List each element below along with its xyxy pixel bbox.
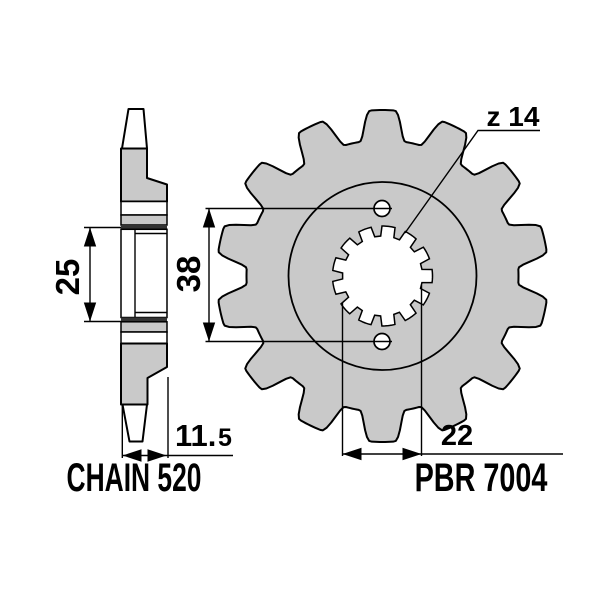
caption-labels: CHAIN 520 PBR 7004 (67, 455, 548, 500)
dimension-11-5: 11. 5 (121, 377, 233, 462)
side-upper-body (120, 147, 168, 203)
chain-type-label: CHAIN 520 (67, 456, 202, 501)
dimension-38: 38 (170, 207, 392, 343)
side-band-dark-top (121, 225, 167, 230)
dim-115-label-main: 11. (175, 418, 216, 453)
side-top-tooth (121, 108, 148, 150)
part-number-label: PBR 7004 (415, 455, 548, 500)
dim-22-arrow-right-icon (402, 447, 422, 461)
dim-115-arrow-right-icon (147, 449, 167, 462)
dim-25-label: 25 (49, 259, 86, 296)
side-band-gray-bottom (120, 321, 168, 333)
dim-25-arrow-down-icon (83, 302, 97, 322)
side-lower-body (120, 342, 168, 406)
side-bottom-tooth (121, 403, 148, 443)
hub-circle (287, 181, 478, 371)
spline-bore (331, 225, 434, 327)
side-band-dark-bottom (121, 317, 167, 322)
dimension-22: 22 (341, 285, 563, 461)
side-band-white-top (120, 200, 168, 216)
dim-22-arrow-left-icon (342, 447, 362, 461)
side-view (120, 108, 168, 443)
dim-22-label: 22 (441, 420, 473, 452)
side-band-gray-top (120, 214, 168, 226)
side-bore-box (120, 228, 168, 319)
dim-115-arrow-left-icon (122, 449, 142, 462)
teeth-count-label: z 14 (487, 101, 540, 132)
teeth-count-callout: z 14 (404, 101, 540, 234)
dim-38-label: 38 (170, 256, 207, 293)
side-band-white-bottom (120, 331, 168, 345)
teeth-count-leader-line (404, 129, 540, 234)
dim-25-arrow-up-icon (83, 227, 97, 247)
dim-38-arrow-down-icon (202, 322, 216, 342)
front-view (217, 109, 548, 443)
dim-38-arrow-up-icon (202, 208, 216, 228)
dim-115-label-small: 5 (218, 424, 232, 452)
dimension-25: 25 (49, 226, 121, 323)
